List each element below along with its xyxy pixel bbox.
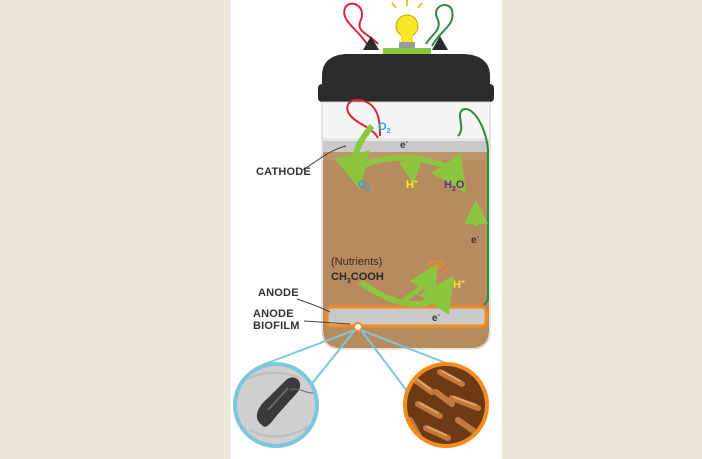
water: H2O (444, 179, 465, 193)
light-bulb-icon (391, 0, 423, 50)
acetate-formula: CH3COOH (331, 271, 384, 285)
green-wire-top (425, 4, 454, 47)
cathode-plate (323, 138, 489, 152)
oxygen-mid: O2 (358, 179, 371, 193)
anode-biofilm-line2: BIOFILM (253, 320, 300, 332)
red-wire-inner (346, 98, 381, 139)
nutrients-label: (Nutrients) (331, 256, 382, 268)
electron-wire: e- (471, 234, 480, 246)
electron-anode: e- (432, 312, 441, 324)
hydrogen-ion-anode: H+ (453, 279, 465, 291)
electron-cathode: e- (400, 139, 409, 151)
bacteria-cluster-micrograph (403, 362, 489, 448)
biofilm-leader (303, 320, 351, 325)
cathode-leader (302, 145, 347, 171)
anode-label: ANODE (258, 287, 299, 299)
jar-lid (318, 36, 494, 102)
anode-biofilm-line1: ANODE (253, 308, 294, 320)
single-bacterium-micrograph (233, 362, 319, 448)
anode-plate (325, 305, 488, 328)
cathode-label: CATHODE (256, 166, 311, 178)
red-wire-top (343, 2, 379, 47)
anode-biofilm-label: ANODE BIOFILM (253, 308, 300, 332)
co2-label: CO2 (428, 259, 449, 273)
anode-leader (296, 298, 331, 313)
oxygen-top: O2 (378, 121, 391, 135)
green-wire-inner (457, 108, 489, 306)
hydrogen-ion-cathode: H+ (406, 179, 418, 191)
